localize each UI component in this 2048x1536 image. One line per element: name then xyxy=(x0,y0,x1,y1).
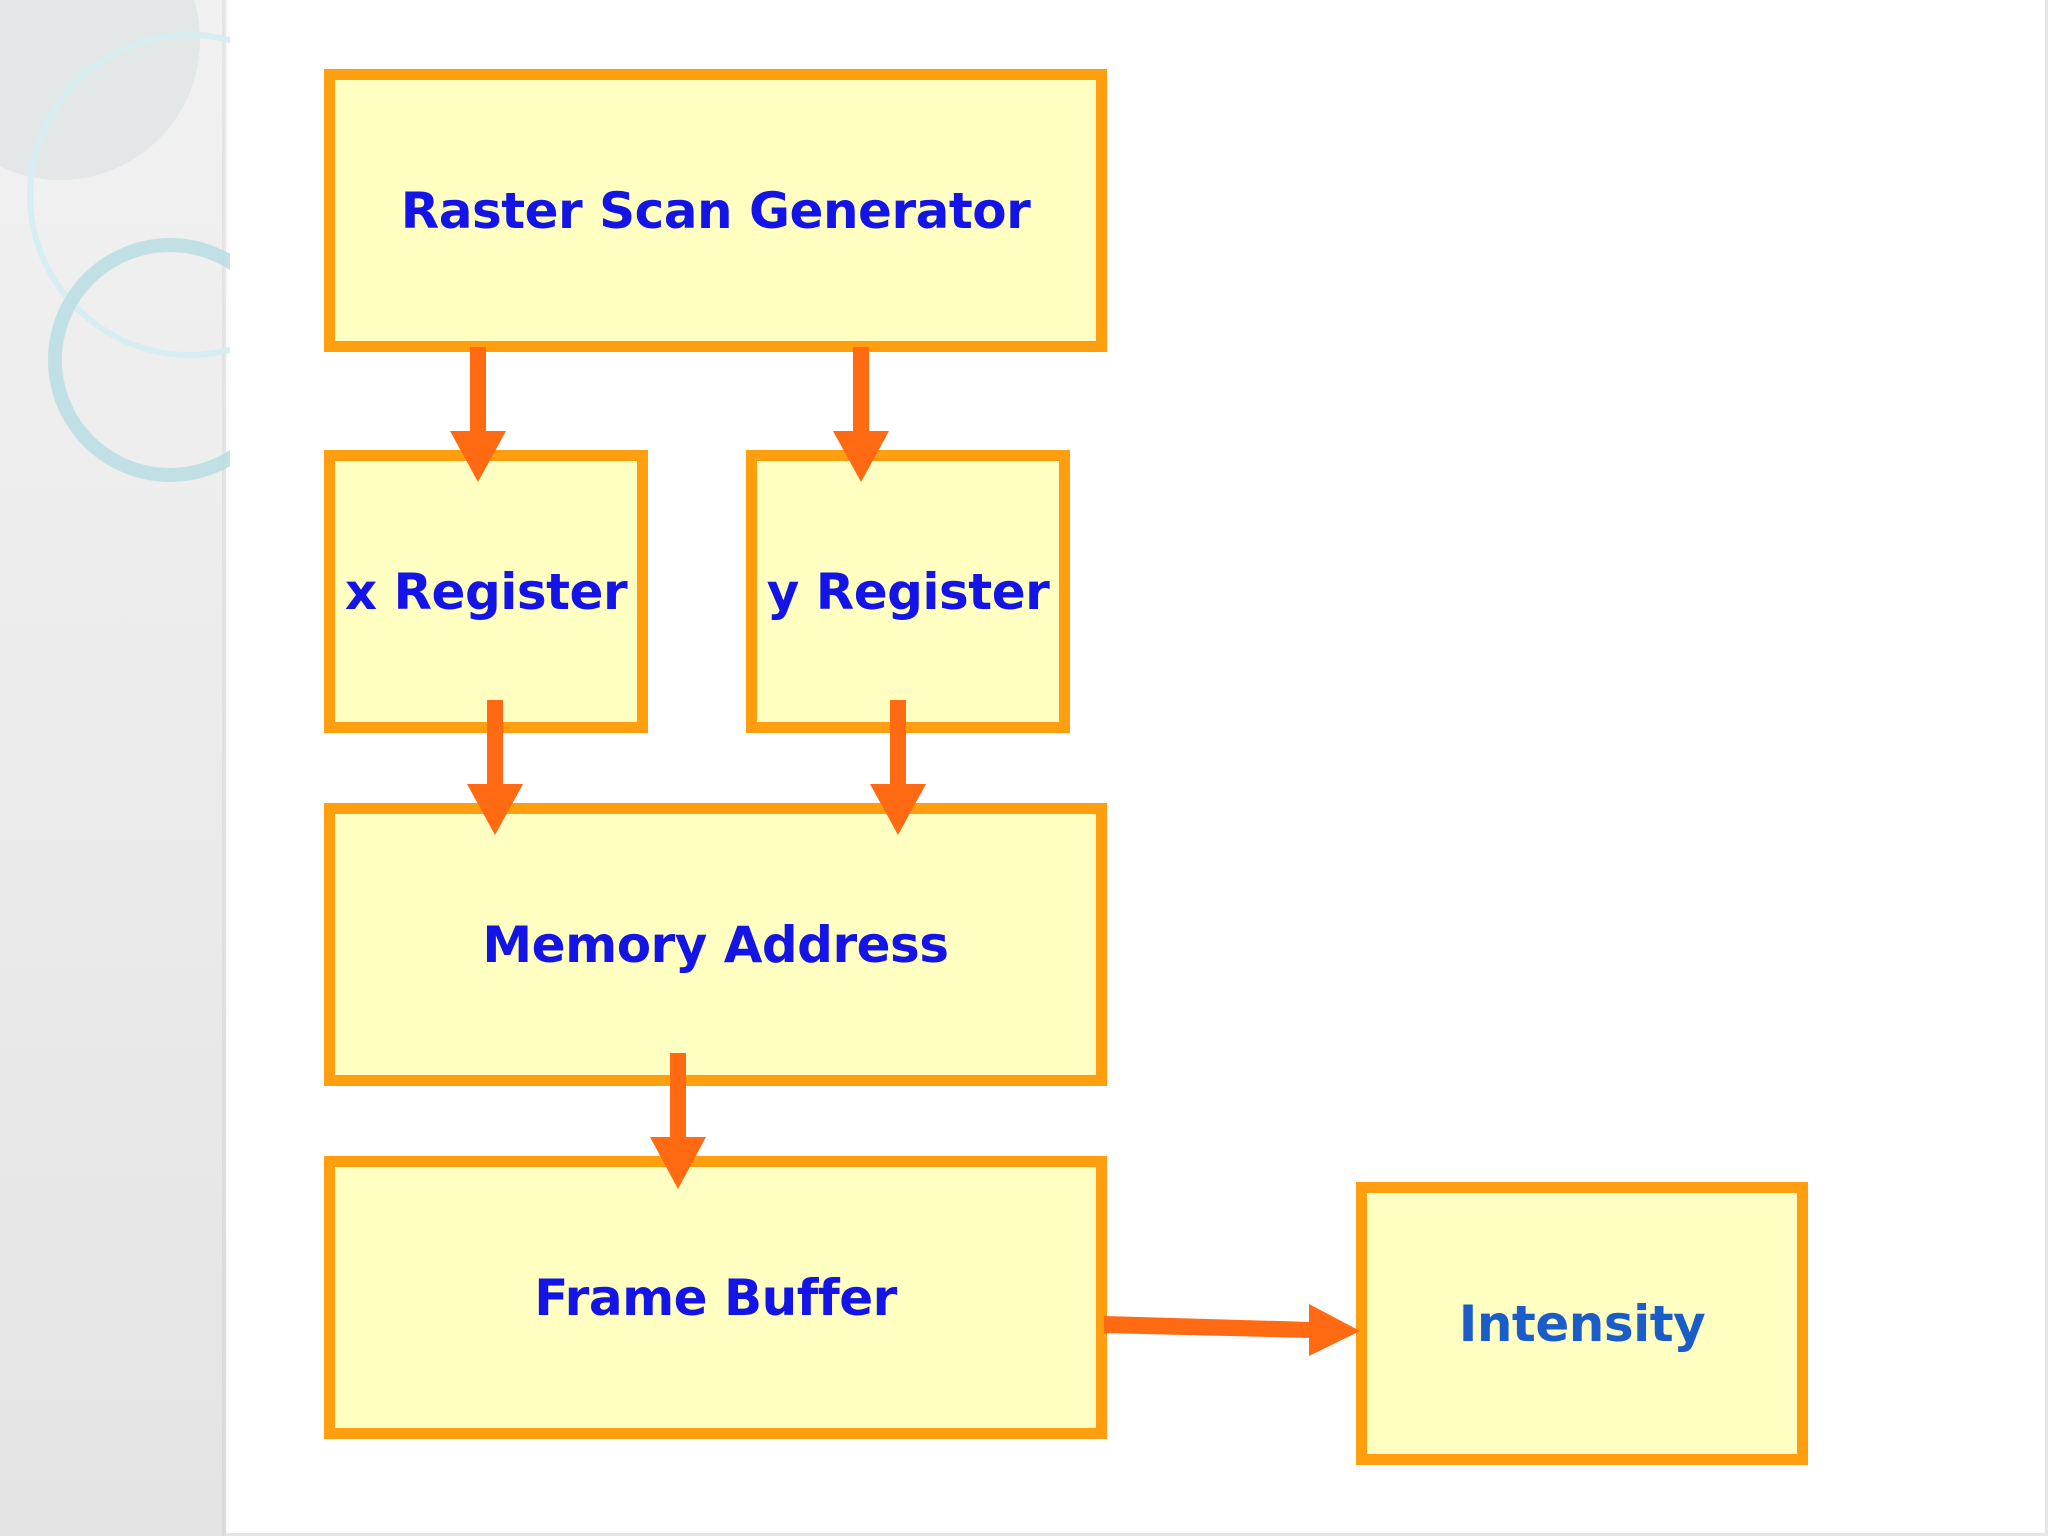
x-register-box: x Register xyxy=(324,450,648,733)
slide-bottom-border xyxy=(226,1533,2048,1536)
raster-scan-generator-box: Raster Scan Generator xyxy=(324,69,1107,352)
intensity-label: Intensity xyxy=(1458,1294,1706,1353)
frame-buffer-box: Frame Buffer xyxy=(324,1156,1107,1439)
arrow-frame-buffer-to-intensity xyxy=(1104,1304,1360,1356)
deco-ring-large xyxy=(27,32,230,358)
memory-address-box: Memory Address xyxy=(324,803,1107,1086)
decorative-circles xyxy=(0,0,230,482)
side-panel-shadow xyxy=(222,0,230,1536)
slide-right-border xyxy=(2045,0,2048,1536)
y-register-label: y Register xyxy=(766,562,1050,621)
raster-scan-generator-label: Raster Scan Generator xyxy=(400,181,1031,240)
x-register-label: x Register xyxy=(344,562,628,621)
frame-buffer-label: Frame Buffer xyxy=(534,1268,897,1327)
deco-disc xyxy=(0,0,200,180)
intensity-box: Intensity xyxy=(1356,1182,1808,1465)
y-register-box: y Register xyxy=(746,450,1070,733)
deco-ring-small xyxy=(48,238,230,482)
memory-address-label: Memory Address xyxy=(482,915,949,974)
